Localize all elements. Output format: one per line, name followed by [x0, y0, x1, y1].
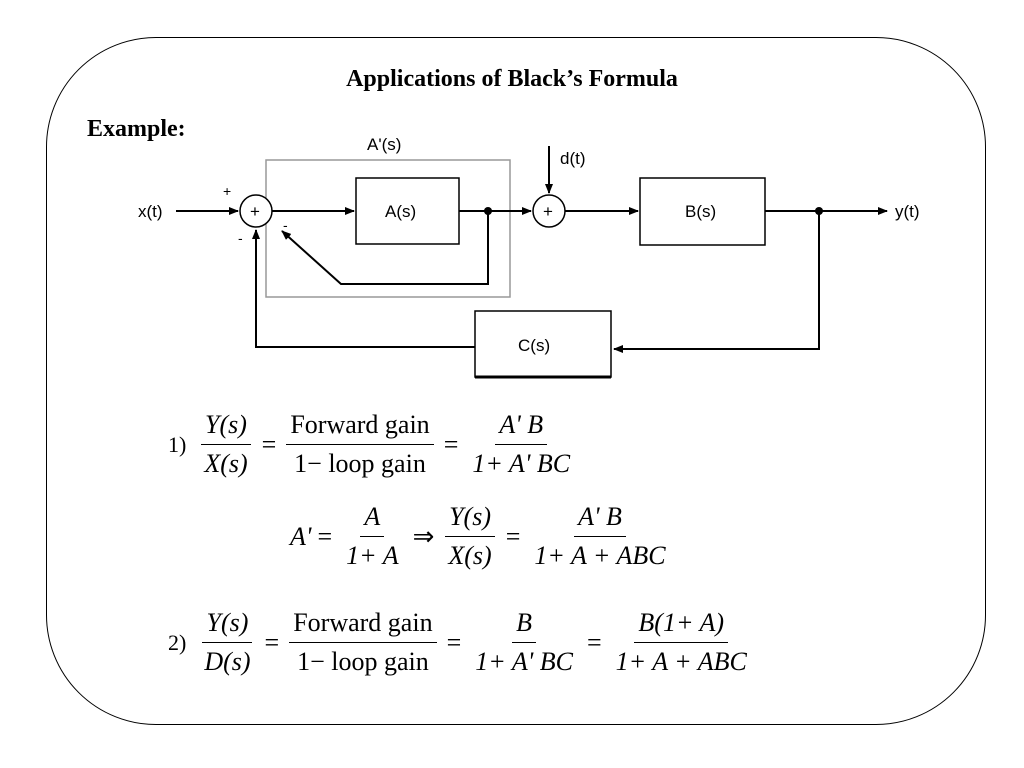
block-c-label: C(s): [518, 336, 550, 355]
eq1b-equals-2: =: [505, 521, 521, 551]
block-a: [355, 177, 460, 245]
eq2-r2-fraction: B(1+ A) 1+ A + ABC: [612, 606, 751, 679]
aprime-label: A'(s): [367, 135, 401, 154]
eq2-lhs-numerator: Y(s): [202, 606, 253, 643]
sum1-minus-sign-left: -: [238, 230, 243, 246]
eq2-equals-2: =: [446, 627, 462, 657]
eq1-mid-numerator: Forward gain: [286, 408, 434, 445]
block-a-label: A(s): [385, 202, 416, 221]
eq1b-implies: ⇒: [412, 521, 435, 551]
summing-junction-1-symbol: +: [250, 202, 260, 221]
inner-feedback-path: [281, 211, 489, 285]
block-b-label: B(s): [685, 202, 716, 221]
block-b: [639, 177, 766, 246]
outer-feedback-path-to-sum1: [252, 229, 475, 348]
eq2-r2-numerator: B(1+ A): [634, 606, 729, 643]
output-label: y(t): [895, 202, 920, 221]
input-label: x(t): [138, 202, 163, 221]
eq1b-a-numerator: A: [360, 500, 385, 537]
equation-1: 1) Y(s) X(s) = Forward gain 1− loop gain…: [168, 408, 578, 481]
eq2-mid-fraction: Forward gain 1− loop gain: [289, 606, 437, 679]
slide-frame: [46, 37, 986, 725]
slide-title: Applications of Black’s Formula: [346, 66, 678, 92]
eq1b-a-fraction: A 1+ A: [342, 500, 402, 573]
eq1b-ratio-denominator: X(s): [448, 541, 492, 570]
eq1-lhs-fraction: Y(s) X(s): [200, 408, 251, 481]
eq1-mid-fraction: Forward gain 1− loop gain: [286, 408, 434, 481]
eq1-lhs-numerator: Y(s): [201, 408, 251, 445]
example-label: Example:: [87, 116, 186, 142]
equation-2: 2) Y(s) D(s) = Forward gain 1− loop gain…: [168, 606, 755, 679]
eq1b-ratio-numerator: Y(s): [445, 500, 495, 537]
sum1-plus-sign: +: [223, 183, 231, 199]
eq2-r1-denominator: 1+ A' BC: [475, 647, 573, 676]
eq1b-ratio-fraction: Y(s) X(s): [444, 500, 495, 573]
summing-junction-2-symbol: +: [543, 202, 553, 221]
eq1-lhs-denominator: X(s): [204, 449, 248, 478]
eq1b-a-denominator: 1+ A: [346, 541, 399, 570]
eq1-rhs-fraction: A' B 1+ A' BC: [468, 408, 574, 481]
eq2-mid-numerator: Forward gain: [289, 606, 437, 643]
eq2-r1-numerator: B: [512, 606, 537, 643]
eq2-r2-denominator: 1+ A + ABC: [615, 647, 747, 676]
eq2-mid-denominator: 1− loop gain: [297, 647, 429, 676]
eq1b-equals-1: =: [317, 521, 333, 551]
eq1-equals-2: =: [443, 429, 459, 459]
eq1-mid-denominator: 1− loop gain: [294, 449, 426, 478]
equation-2-number: 2): [168, 629, 187, 655]
eq1-rhs-numerator: A' B: [495, 408, 548, 445]
eq1b-rhs-fraction: A' B 1+ A + ABC: [530, 500, 669, 573]
eq1b-rhs-denominator: 1+ A + ABC: [534, 541, 666, 570]
eq2-lhs-fraction: Y(s) D(s): [200, 606, 254, 679]
equation-1b: A' = A 1+ A ⇒ Y(s) X(s) = A' B 1+ A + AB…: [290, 500, 674, 573]
eq1-equals-1: =: [261, 429, 277, 459]
disturbance-label: d(t): [560, 149, 586, 168]
eq1b-rhs-numerator: A' B: [574, 500, 626, 537]
outer-feedback-path-to-c: [613, 211, 820, 353]
eq1-rhs-denominator: 1+ A' BC: [472, 449, 571, 478]
sum1-minus-sign-right: -: [283, 217, 288, 233]
aprime-enclosure: [265, 159, 511, 298]
eq2-lhs-denominator: D(s): [204, 647, 251, 676]
eq2-equals-3: =: [587, 627, 602, 657]
eq1b-lhs: A': [290, 521, 312, 551]
eq2-equals-1: =: [264, 627, 280, 657]
block-diagram: A'(s) x(t) + - - + A(s) d(t) + B(s) y(t)…: [138, 135, 920, 379]
eq2-r1-fraction: B 1+ A' BC: [471, 606, 577, 679]
equation-1-number: 1): [168, 431, 187, 457]
